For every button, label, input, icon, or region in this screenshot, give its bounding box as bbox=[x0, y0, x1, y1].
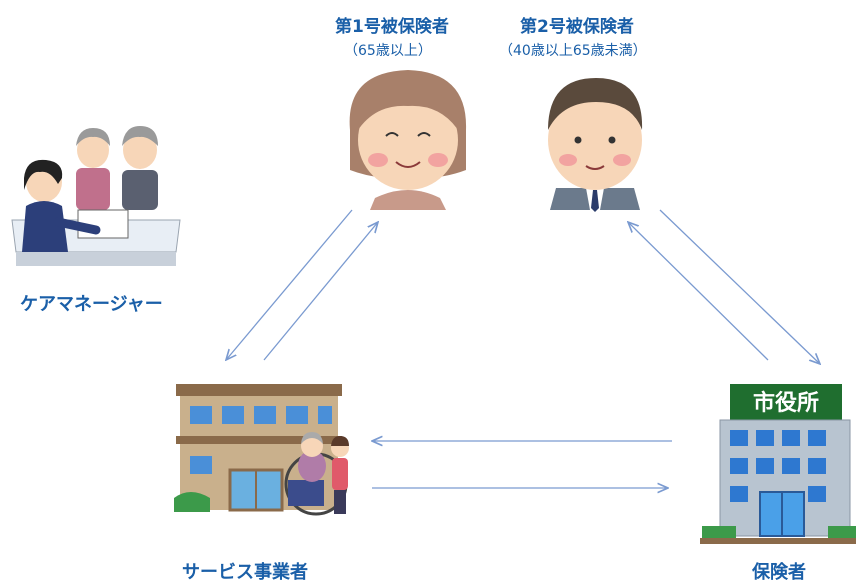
care-facility-icon bbox=[174, 384, 349, 516]
insured2-age: （40歳以上65歳未満） bbox=[499, 43, 647, 59]
care-manager-icon bbox=[11, 126, 181, 266]
middle-aged-man-icon bbox=[548, 78, 643, 212]
city-hall-icon: 市役所 bbox=[700, 384, 856, 544]
insured1-title: 第1号被保険者 bbox=[335, 17, 449, 37]
elderly-woman-icon bbox=[349, 70, 467, 210]
city-hall-sign bbox=[730, 384, 842, 420]
arrow-provider-to-insured1 bbox=[263, 222, 378, 361]
arrow-insured2-to-insurer bbox=[659, 209, 820, 364]
service-provider-label: サービス事業者 bbox=[182, 562, 308, 583]
care-manager-label: ケアマネージャー bbox=[20, 294, 163, 315]
city-hall-sign-text: 市役所 bbox=[753, 390, 819, 416]
arrow-insurer-to-insured2 bbox=[628, 222, 769, 361]
insured2-title: 第2号被保険者 bbox=[520, 17, 634, 37]
arrow-insured1-to-provider bbox=[226, 209, 353, 360]
insurer-label: 保険者 bbox=[752, 562, 806, 583]
flow-arrows bbox=[226, 209, 820, 488]
insured1-age: （65歳以上） bbox=[344, 43, 432, 59]
